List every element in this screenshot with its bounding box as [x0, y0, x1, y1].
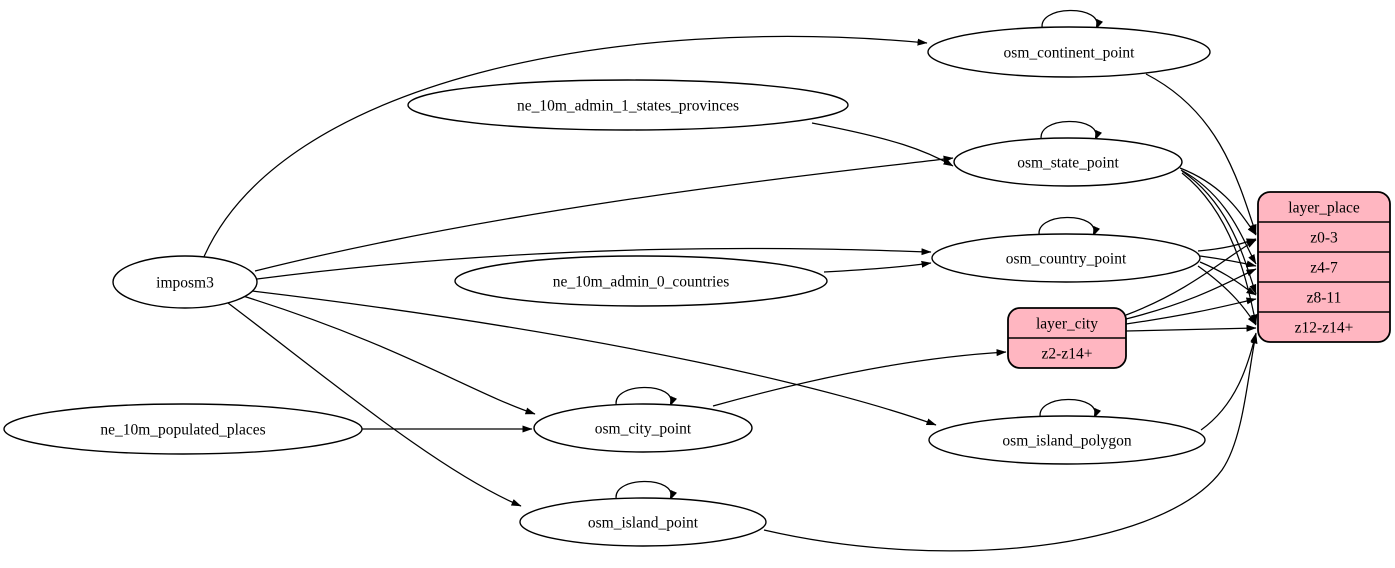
edge-osm_continent_point-to-layer_place-z0-3: [1145, 73, 1257, 235]
node-label-osm_city_point: osm_city_point: [595, 421, 692, 438]
edge-osm_island_point-to-layer_place-z12-z14+: [763, 333, 1258, 552]
node-label-osm_country_point: osm_country_point: [1006, 251, 1127, 268]
node-osm_city_point: osm_city_point: [533, 403, 753, 453]
edge-ne_10m_admin_0_countries-to-osm_country_point: [823, 260, 932, 273]
node-layer_place: layer_place z0-3 z4-7 z8-11 z12-z14+: [1257, 191, 1391, 343]
record-row-layer_place-z12-z14+: z12-z14+: [1295, 320, 1354, 337]
node-ne_10m_admin_1_states_provinces: ne_10m_admin_1_states_provinces: [407, 79, 849, 131]
edge-osm_state_point-to-layer_place-z0-3: [1179, 167, 1257, 236]
edge-self-osm_state_point: [1040, 120, 1103, 143]
edge-imposm3-to-osm_state_point: [254, 155, 954, 272]
edge-osm_city_point-to-layer_city-z2-z14+: [712, 349, 1007, 407]
node-ne_10m_admin_0_countries: ne_10m_admin_0_countries: [454, 255, 828, 307]
edge-imposm3-to-osm_continent_point: [202, 35, 928, 260]
node-ne_10m_populated_places: ne_10m_populated_places: [3, 403, 363, 455]
node-layer_city: layer_city z2-z14+: [1007, 307, 1127, 369]
node-label-ne_10m_admin_1_states_provinces: ne_10m_admin_1_states_provinces: [517, 98, 739, 115]
node-osm_island_point: osm_island_point: [519, 497, 767, 547]
record-title-layer_city: layer_city: [1036, 316, 1098, 333]
nodes-layer: imposm3 ne_10m_admin_1_states_provincesne…: [3, 26, 1391, 547]
record-row-layer_place-z8-11: z8-11: [1307, 290, 1342, 307]
node-osm_state_point: osm_state_point: [953, 137, 1183, 187]
edge-osm_state_point-to-layer_place-z8-11: [1181, 170, 1257, 295]
node-osm_country_point: osm_country_point: [931, 233, 1201, 283]
node-osm_continent_point: osm_continent_point: [927, 26, 1211, 78]
record-title-layer_place: layer_place: [1288, 200, 1360, 217]
edge-imposm3-to-osm_island_point: [227, 302, 522, 507]
node-label-osm_island_point: osm_island_point: [588, 515, 699, 532]
edge-self-osm_continent_point: [1041, 9, 1104, 32]
edge-self-osm_island_point: [615, 480, 678, 503]
edge-self-osm_island_polygon: [1039, 398, 1102, 421]
edge-osm_state_point-to-layer_place-z4-7: [1180, 169, 1257, 265]
edge-ne_10m_admin_1_states_provinces-to-osm_state_point: [811, 122, 954, 167]
edge-imposm3-to-osm_city_point: [242, 295, 536, 415]
edge-layer_city-to-layer_place-z4-7: [1125, 268, 1257, 320]
edge-imposm3-to-osm_island_polygon: [251, 290, 937, 426]
edge-self-osm_country_point: [1038, 216, 1101, 239]
node-label-imposm3: imposm3: [156, 275, 214, 292]
record-row-layer_place-z0-3: z0-3: [1310, 230, 1338, 247]
edge-layer_city-to-layer_place-z0-3: [1125, 239, 1257, 316]
edge-osm_country_point-to-layer_place-z8-11: [1199, 261, 1257, 296]
node-label-osm_state_point: osm_state_point: [1017, 155, 1119, 172]
edge-imposm3-to-osm_country_point: [256, 247, 932, 280]
edge-self-osm_city_point: [615, 386, 678, 409]
edges-layer: [202, 9, 1258, 552]
edge-osm_country_point-to-layer_place-z12-z14+: [1197, 265, 1257, 326]
node-osm_island_polygon: osm_island_polygon: [928, 415, 1206, 465]
node-label-ne_10m_populated_places: ne_10m_populated_places: [100, 422, 265, 439]
node-label-ne_10m_admin_0_countries: ne_10m_admin_0_countries: [553, 274, 730, 291]
node-imposm3: imposm3: [112, 255, 258, 309]
edge-layer_city-to-layer_place-z12-z14+: [1125, 324, 1257, 332]
record-row-layer_place-z4-7: z4-7: [1310, 260, 1338, 277]
node-label-osm_island_polygon: osm_island_polygon: [1002, 433, 1131, 450]
edge-layer_city-to-layer_place-z8-11: [1125, 297, 1257, 325]
record-row-layer_city-z2-z14+: z2-z14+: [1042, 346, 1093, 363]
node-label-osm_continent_point: osm_continent_point: [1004, 45, 1136, 62]
edge-osm_country_point-to-layer_place-z4-7: [1199, 255, 1257, 268]
